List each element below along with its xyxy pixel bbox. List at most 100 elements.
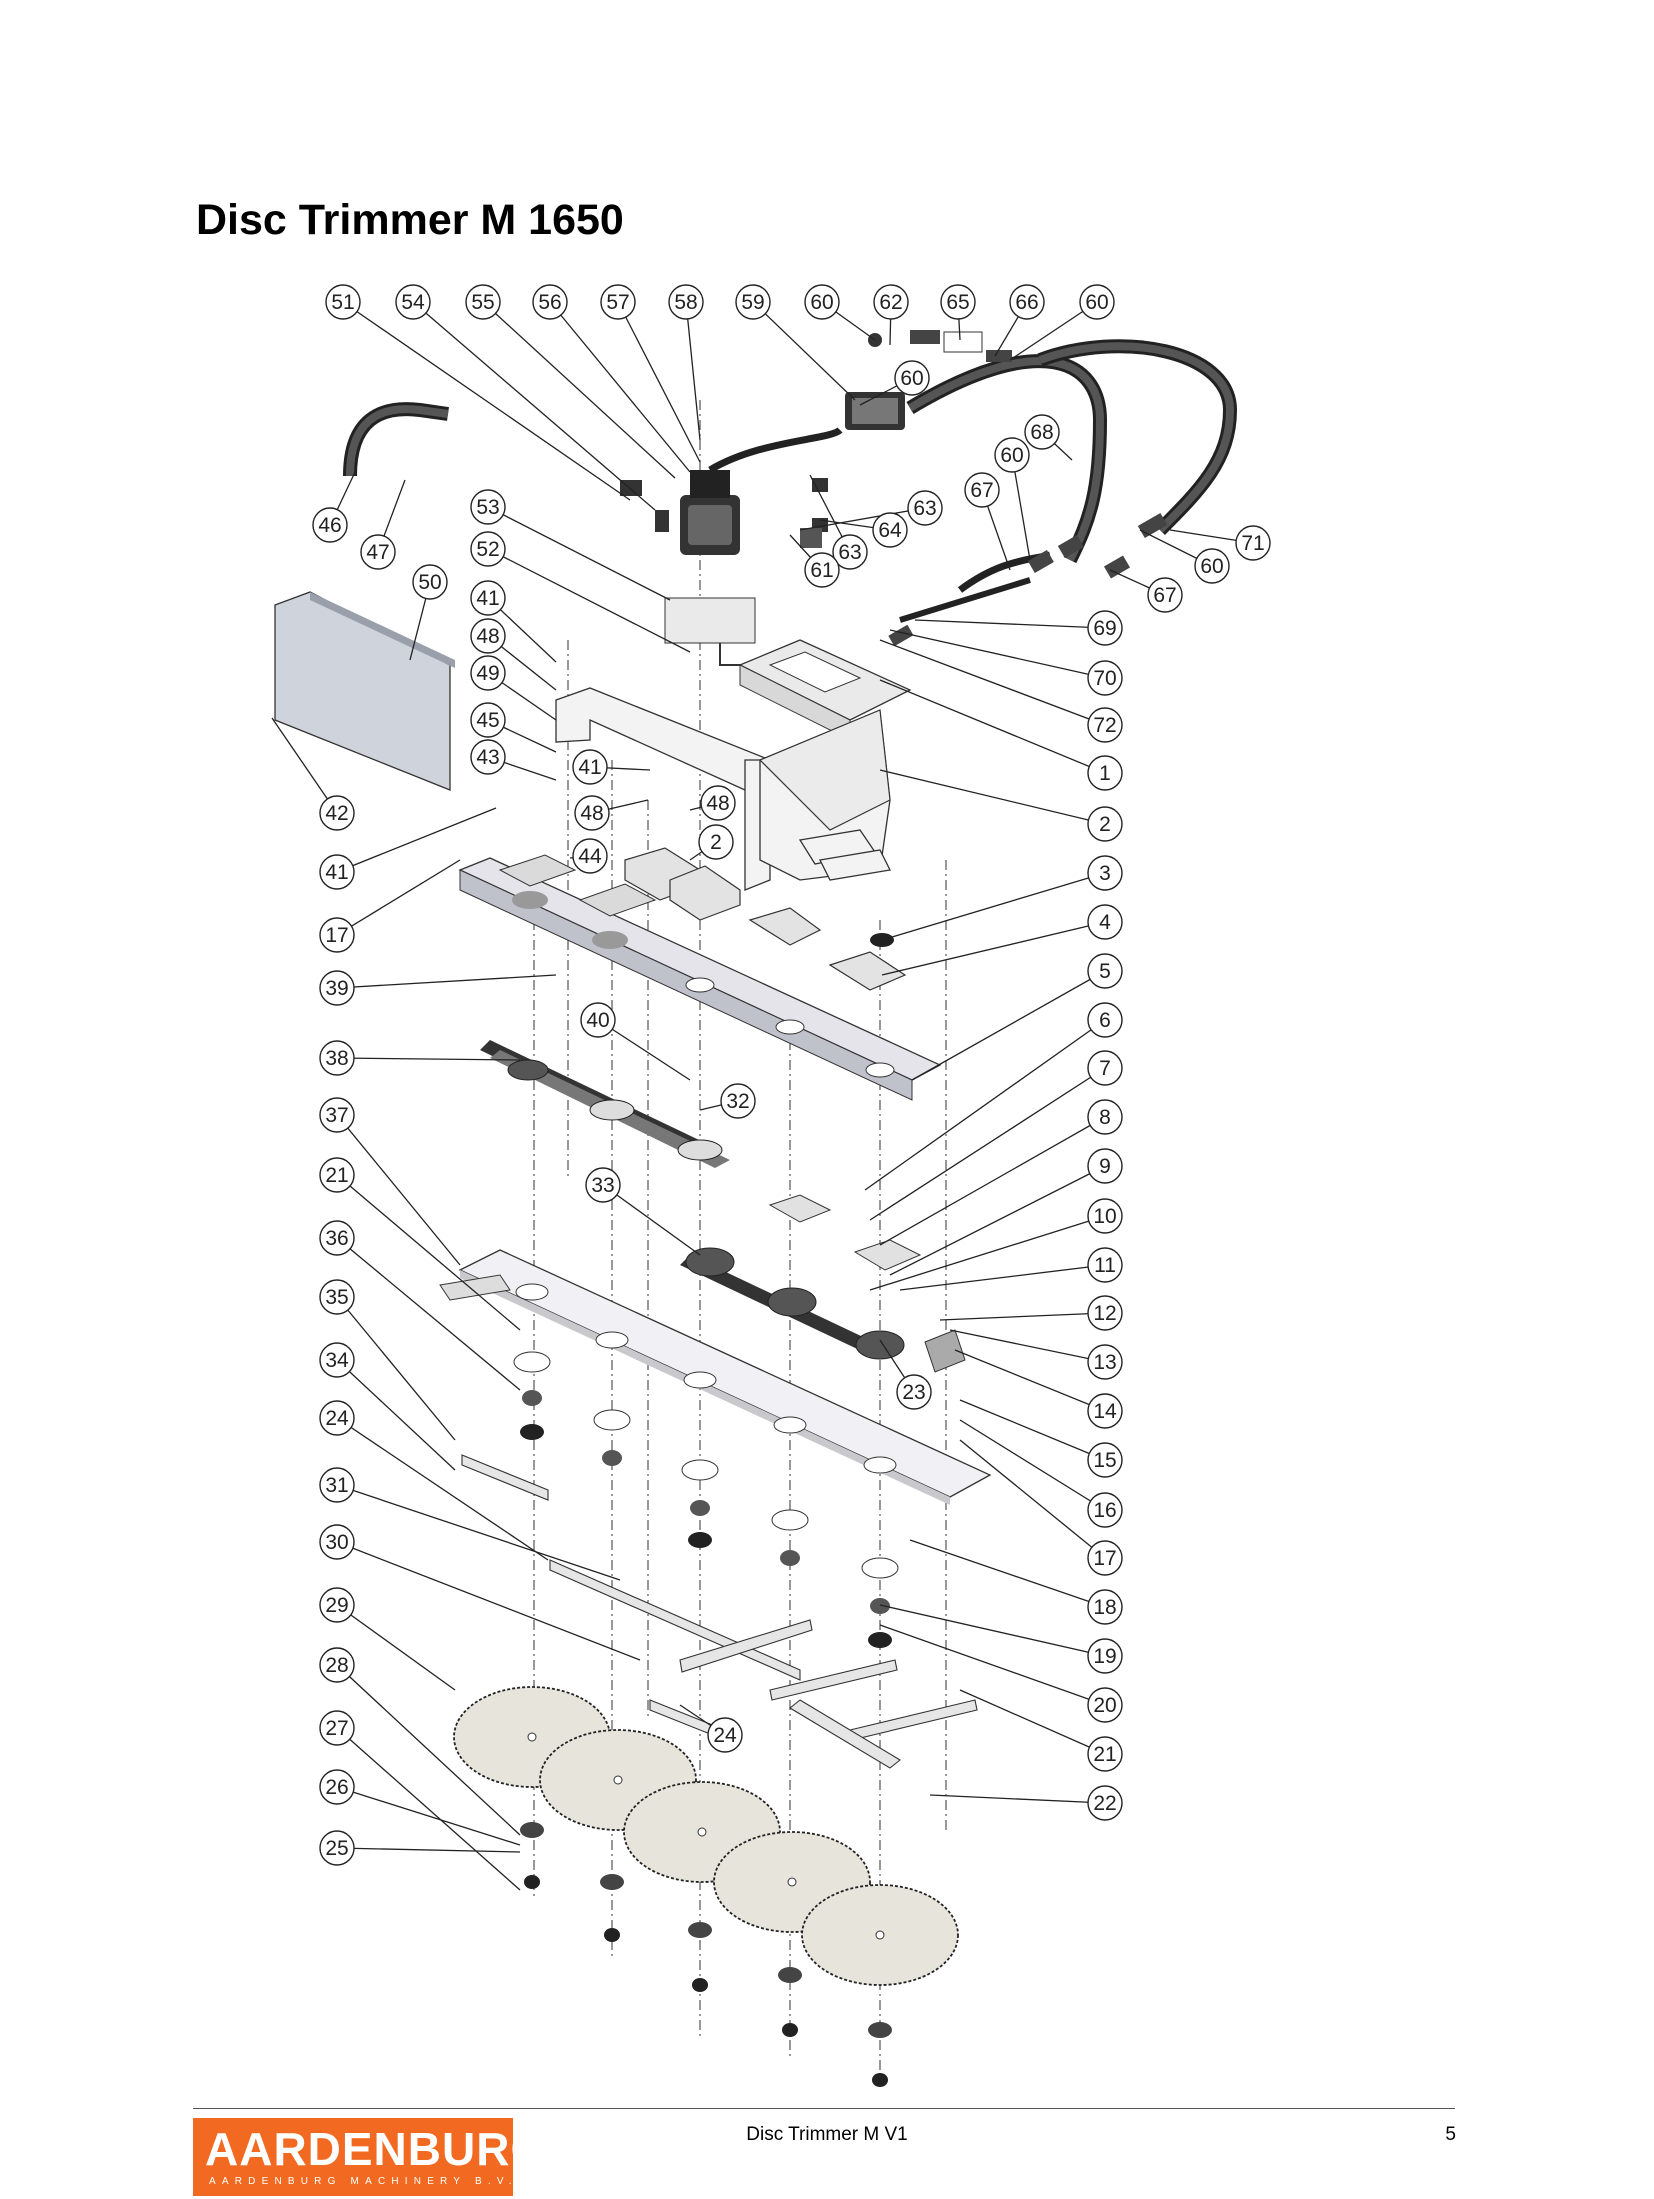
svg-text:8: 8 [1099,1106,1111,1129]
leader-line [487,548,691,653]
svg-text:36: 36 [325,1227,348,1250]
mid-frame [758,709,891,831]
leader-line [336,1237,521,1391]
part-callout-20: 20 [1087,1687,1123,1723]
svg-text:20: 20 [1093,1694,1116,1717]
svg-text:55: 55 [471,291,494,314]
part-callout-71: 71 [1235,525,1271,561]
part-callout-63: 63 [907,490,943,526]
part-callout-9: 9 [1087,1148,1123,1184]
part-callout-12: 12 [1087,1295,1123,1331]
part-callout-17: 17 [1087,1540,1123,1576]
leader-line [899,1264,1106,1291]
svg-text:25: 25 [325,1837,348,1860]
part-callout-44: 44 [572,838,608,874]
part-callout-46: 46 [312,507,348,543]
part-callout-49: 49 [470,655,506,691]
leader-line [864,1019,1106,1191]
part-callout-2: 2 [1087,806,1123,842]
part-callout-14: 14 [1087,1393,1123,1429]
svg-text:14: 14 [1093,1400,1117,1423]
svg-text:17: 17 [1093,1547,1116,1570]
svg-text:60: 60 [900,367,923,390]
hydraulic-hoses [343,339,1238,623]
svg-text:45: 45 [476,709,499,732]
part-callout-37: 37 [319,1097,355,1133]
svg-text:54: 54 [401,291,425,314]
svg-text:41: 41 [578,756,601,779]
svg-text:33: 33 [591,1174,614,1197]
part-callout-40: 40 [580,1002,616,1038]
part-callout-24: 24 [707,1717,743,1753]
part-callout-56: 56 [532,284,568,320]
leader-line [336,859,461,936]
part-callout-26: 26 [319,1769,355,1805]
leader-line [889,629,1106,679]
leader-line [336,1484,621,1581]
part-callout-72: 72 [1087,707,1123,743]
part-callout-60: 60 [804,284,840,320]
leader-line [336,1727,521,1891]
part-callout-2: 2 [698,824,734,860]
footer-page-number: 5 [1445,2124,1456,2145]
svg-text:41: 41 [476,587,499,610]
leader-line [959,1399,1106,1461]
leader-line [602,1184,701,1256]
svg-text:63: 63 [913,497,936,520]
part-callout-43: 43 [470,739,506,775]
svg-text:7: 7 [1099,1057,1111,1080]
leader-line [336,1057,521,1061]
svg-text:71: 71 [1241,532,1264,555]
svg-text:35: 35 [325,1286,348,1309]
part-callout-35: 35 [319,1279,355,1315]
part-callout-53: 53 [470,489,506,525]
svg-text:63: 63 [838,541,861,564]
svg-text:64: 64 [878,519,902,542]
svg-text:30: 30 [325,1531,348,1554]
leader-line [881,872,1106,941]
leader-line [336,1786,521,1846]
leader-line [336,1114,461,1266]
part-callout-23: 23 [896,1374,932,1410]
leader-line [336,807,497,873]
svg-text:31: 31 [325,1474,348,1497]
leader-line [939,1312,1106,1321]
leader-line [889,1165,1106,1276]
part-callout-7: 7 [1087,1050,1123,1086]
svg-text:53: 53 [476,496,499,519]
svg-text:44: 44 [578,845,602,868]
part-callout-60: 60 [894,360,930,396]
leader-line [879,1604,1106,1657]
part-callout-38: 38 [319,1040,355,1076]
leader-line [549,301,691,473]
svg-text:38: 38 [325,1047,348,1070]
part-callout-48: 48 [574,795,610,831]
leader-line [879,1624,1106,1706]
svg-text:68: 68 [1030,421,1053,444]
leader-line [929,1794,1106,1804]
svg-text:4: 4 [1099,911,1111,934]
svg-text:26: 26 [325,1776,348,1799]
svg-text:19: 19 [1093,1645,1116,1668]
svg-text:59: 59 [741,291,764,314]
leader-line [336,1847,521,1853]
leader-line [336,1541,641,1661]
part-callout-47: 47 [360,534,396,570]
leader-line [271,717,338,814]
part-callout-50: 50 [412,564,448,600]
svg-text:6: 6 [1099,1009,1111,1032]
svg-text:12: 12 [1093,1302,1116,1325]
svg-text:21: 21 [1093,1743,1116,1766]
company-logo: AARDENBURG AARDENBURG MACHINERY B.V. 187… [193,2118,568,2196]
svg-text:69: 69 [1093,617,1116,640]
leader-line [336,1296,456,1441]
part-callout-42: 42 [319,795,355,831]
svg-text:17: 17 [325,924,348,947]
svg-text:67: 67 [1153,584,1176,607]
part-callout-55: 55 [465,284,501,320]
leader-line [881,921,1106,976]
leader-line [336,1604,456,1691]
part-callout-15: 15 [1087,1442,1123,1478]
